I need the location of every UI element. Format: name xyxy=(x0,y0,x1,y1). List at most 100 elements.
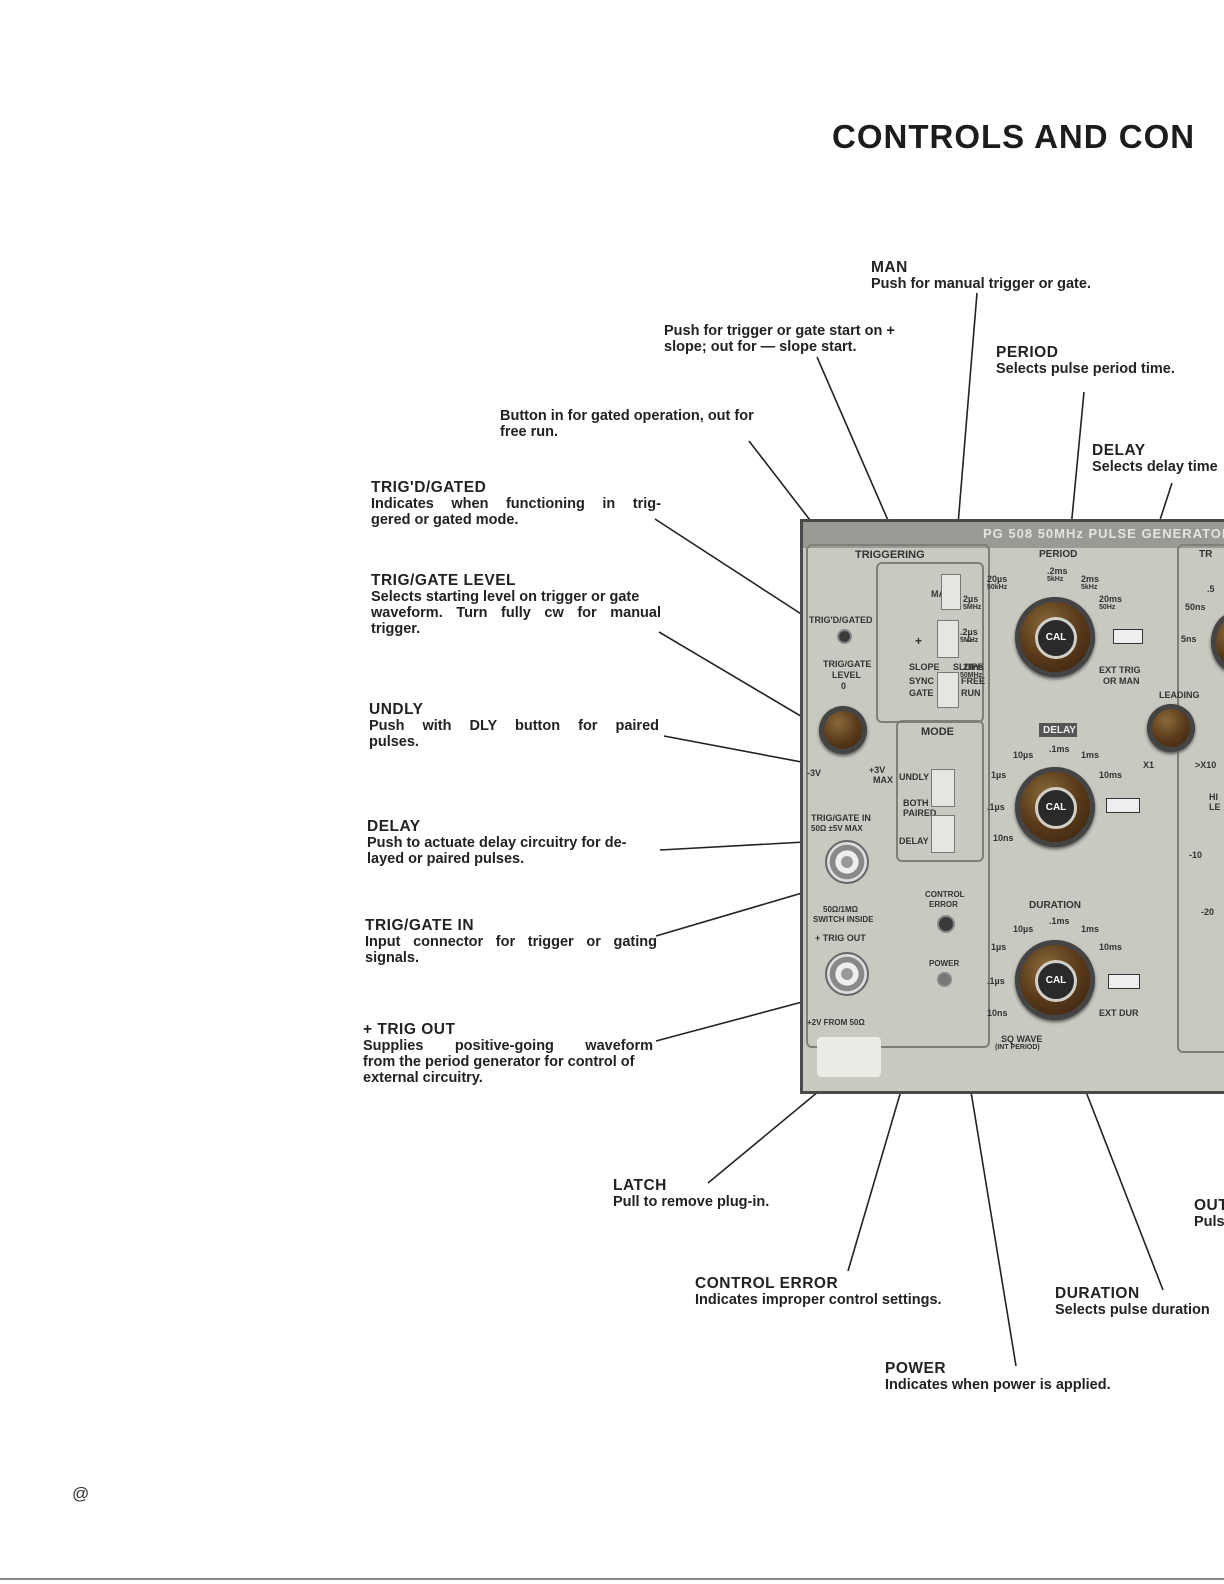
delay-1us: 1µs xyxy=(991,770,1007,780)
annotation-desc: external circuitry. xyxy=(363,1070,483,1086)
annotation-desc: Input connector for trigger or gating xyxy=(365,934,657,950)
period-cal-knob[interactable]: CAL xyxy=(1035,617,1077,659)
trig-gate-in-label: TRIG/GATE IN xyxy=(811,813,871,823)
annotation-desc: Selects pulse duration xyxy=(1055,1302,1210,1318)
trig-out-spec: +2V FROM 50Ω xyxy=(807,1018,865,1027)
annotation-period: PERIOD Selects pulse period time. xyxy=(996,345,1175,378)
annotation-trig-gate-in: TRIG/GATE IN Input connector for trigger… xyxy=(365,917,657,967)
undly-button[interactable] xyxy=(931,769,955,807)
annotation-trig-out: + TRIG OUT Supplies positive-going wavef… xyxy=(363,1022,653,1087)
annotation-desc: layed or paired pulses. xyxy=(367,851,525,867)
annotation-desc: trigger. xyxy=(371,621,421,637)
level-zero-label: 0 xyxy=(841,681,847,691)
annotation-desc: waveform. Turn fully cw for manual xyxy=(371,605,661,621)
period-50mhz: 50MHz xyxy=(960,672,983,679)
power-label: POWER xyxy=(929,959,960,968)
man-button[interactable] xyxy=(941,574,961,610)
annotation-heading: POWER xyxy=(885,1360,947,1377)
control-label: CONTROL xyxy=(925,890,965,899)
annotation-delay-button: DELAY Push to actuate delay circuitry fo… xyxy=(367,819,659,868)
annotation-heading: UNDLY xyxy=(369,701,424,718)
delay-10us: 10µs xyxy=(1013,750,1034,760)
trig-gate-level-knob[interactable] xyxy=(819,706,867,754)
annotation-output: OUT Puls xyxy=(1194,1197,1224,1231)
annotation-heading: TRIG'D/GATED xyxy=(371,479,487,496)
leading-label: LEADING xyxy=(1159,690,1200,700)
delay-1us-low: .1µs xyxy=(987,802,1005,812)
period-2us-low: .2µs xyxy=(960,627,978,637)
trig-gate-in-connector[interactable] xyxy=(825,840,869,884)
transition-50ns: 50ns xyxy=(1185,602,1206,612)
duration-cal-knob[interactable]: CAL xyxy=(1035,960,1077,1002)
annotation-desc: free run. xyxy=(500,424,559,440)
free-label: FREE xyxy=(961,676,986,686)
annotation-heading: TRIG/GATE IN xyxy=(365,917,475,934)
mode-label: MODE xyxy=(921,726,954,738)
annotation-heading: LATCH xyxy=(613,1177,667,1194)
annotation-heading: CONTROL ERROR xyxy=(695,1275,839,1292)
slope-button[interactable] xyxy=(937,620,959,658)
annotation-heading: MAN xyxy=(871,259,908,276)
duration-10ms: 10ms xyxy=(1099,942,1123,952)
delay-ext-indicator xyxy=(1106,798,1140,813)
annotation-trigd-gated: TRIG'D/GATED Indicates when functioning … xyxy=(371,479,661,529)
delay-cal-knob[interactable]: CAL xyxy=(1035,787,1077,829)
period-5khz: 5kHz xyxy=(1081,584,1098,591)
latch[interactable] xyxy=(817,1037,881,1077)
period-2ms: 2ms xyxy=(1081,574,1100,584)
page-title: CONTROLS AND CON xyxy=(832,118,1196,155)
sync-label: SYNC xyxy=(909,676,935,686)
transition-section xyxy=(1177,544,1224,1053)
ext-trig-label: EXT TRIG xyxy=(1099,665,1141,675)
control-error-indicator xyxy=(937,915,955,933)
duration-ext-indicator xyxy=(1108,974,1140,989)
delay-1ms: 1ms xyxy=(1081,750,1100,760)
ext-dur-label: EXT DUR xyxy=(1099,1008,1139,1018)
mode-box xyxy=(896,720,984,862)
triggering-section xyxy=(806,544,990,1048)
annotation-desc: Indicates when functioning in trig- xyxy=(371,496,661,512)
annotation-desc: from the period generator for control of xyxy=(363,1054,635,1070)
max-label: MAX xyxy=(873,775,893,785)
trig-out-connector[interactable] xyxy=(825,952,869,996)
minus-label: − xyxy=(966,634,974,648)
delay-label-badge xyxy=(1039,723,1077,737)
period-5mhz: 5MHz xyxy=(960,637,979,644)
period-50hz: 50Hz xyxy=(1099,604,1116,611)
trigd-gated-indicator xyxy=(837,629,852,644)
sync-gate-button[interactable] xyxy=(937,672,959,708)
annotation-desc: Button in for gated operation, out for xyxy=(500,408,754,424)
switch-inside-label: SWITCH INSIDE xyxy=(813,915,874,924)
annotation-heading: TRIG/GATE LEVEL xyxy=(371,572,516,589)
annotation-desc: Selects delay time xyxy=(1092,459,1218,475)
period-20ms: 20ms xyxy=(1099,594,1123,604)
int-period-label: (INT PERIOD) xyxy=(995,1044,1040,1051)
annotation-undly: UNDLY Push with DLY button for paired pu… xyxy=(369,701,659,751)
trig-out-label: + TRIG OUT xyxy=(815,933,866,943)
leading-knob[interactable] xyxy=(1147,704,1195,752)
annotation-desc: Supplies positive-going waveform xyxy=(363,1038,653,1054)
annotation-heading: DURATION xyxy=(1055,1285,1140,1302)
annotation-desc: Selects pulse period time. xyxy=(996,361,1175,377)
transition-knob[interactable] xyxy=(1211,612,1224,672)
hi-label: HI xyxy=(1209,792,1218,802)
period-2us: 2µs xyxy=(963,594,979,604)
period-50khz: 50kHz xyxy=(987,584,1008,591)
annotation-desc: pulses. xyxy=(369,734,419,750)
duration-1us-low: .1µs xyxy=(987,976,1005,986)
plus3v-label: +3V xyxy=(869,765,886,775)
sq-wave-label: SQ WAVE xyxy=(1001,1034,1043,1044)
annotation-sync-gate: Button in for gated operation, out for f… xyxy=(500,408,790,440)
period-label: PERIOD xyxy=(1039,549,1078,560)
neg10-label: -10 xyxy=(1189,850,1203,860)
annotation-heading: DELAY xyxy=(1092,442,1146,459)
delay-mode-button[interactable] xyxy=(931,815,955,853)
annotation-heading: OUT xyxy=(1194,1197,1224,1214)
neg20-label: -20 xyxy=(1201,907,1215,917)
power-indicator xyxy=(937,972,952,987)
annotation-desc: slope; out for — slope start. xyxy=(664,339,857,355)
period-20ns: 20ns xyxy=(963,662,984,672)
trig-gate-in-spec: 50Ω ±5V MAX xyxy=(811,824,863,833)
trigd-gated-label: TRIG'D/GATED xyxy=(809,615,873,625)
delay-knob-label: DELAY xyxy=(1043,725,1076,736)
